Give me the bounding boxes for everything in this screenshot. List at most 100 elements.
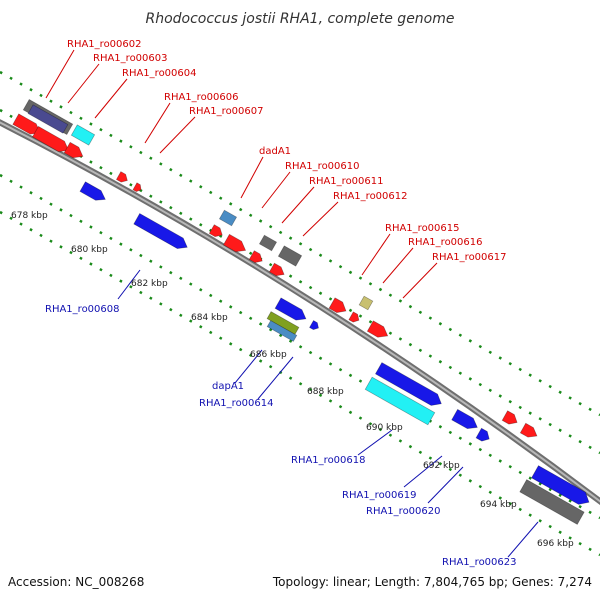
- gene-ro00608-shape: [133, 213, 188, 249]
- gene-label-ro00619[interactable]: RHA1_ro00619: [342, 490, 417, 501]
- gene-ro00623b-shape: [531, 465, 590, 505]
- label-connector: [403, 455, 443, 488]
- gene-ro00612: [277, 245, 303, 267]
- label-connector: [382, 247, 414, 284]
- accession-text: Accession: NC_008268: [8, 575, 144, 589]
- gene-dadA1: [218, 209, 238, 227]
- label-connector: [240, 156, 264, 199]
- gene-ro00611-shape: [248, 250, 263, 264]
- gene-ro00613-shape: [274, 297, 307, 321]
- gene-ro00615-shape: [328, 297, 347, 313]
- scale-label-690: 690 kbp: [366, 423, 403, 433]
- gene-ro00616-shape: [358, 295, 374, 311]
- gene-ro00605-shape: [79, 181, 106, 201]
- tick-dot-line: [0, 108, 600, 455]
- gene-label-ro00612[interactable]: RHA1_ro00612: [333, 191, 408, 202]
- gene-ro00616b: [348, 311, 360, 323]
- gene-label-ro00620[interactable]: RHA1_ro00620: [366, 506, 441, 517]
- gene-ro00610b: [222, 233, 247, 253]
- gene-ro00606: [115, 171, 128, 183]
- label-connector: [67, 63, 100, 104]
- gene-label-ro00614[interactable]: RHA1_ro00614: [199, 398, 274, 409]
- gene-ro00612b: [268, 262, 285, 277]
- gene-ro00621: [501, 410, 518, 425]
- gene-label-ro00623[interactable]: RHA1_ro00623: [442, 557, 517, 568]
- genome-title: Rhodococcus jostii RHA1, complete genome: [145, 11, 454, 27]
- gene-ro00610: [208, 224, 223, 238]
- gene-features: [12, 98, 590, 525]
- scale-label-684: 684 kbp: [191, 313, 228, 323]
- gene-ro00622-shape: [519, 422, 538, 438]
- label-connector: [234, 349, 263, 384]
- gene-ro00602-inner: [27, 104, 69, 134]
- gene-ro00602-inner-shape: [27, 104, 69, 134]
- gene-label-dapA1[interactable]: dapA1: [212, 381, 244, 392]
- gene-ro00618: [364, 376, 436, 426]
- label-connector: [45, 49, 75, 99]
- label-connector: [257, 356, 294, 400]
- gene-label-ro00617[interactable]: RHA1_ro00617: [432, 252, 507, 263]
- gene-ro00614-shape: [266, 320, 298, 342]
- gene-ro00604b-shape: [32, 125, 70, 153]
- backbone-highlight: [0, 121, 600, 503]
- label-connector: [281, 186, 315, 224]
- gene-ro00618b: [374, 362, 442, 406]
- gene-ro00606-shape: [115, 171, 128, 183]
- gene-label-ro00618[interactable]: RHA1_ro00618: [291, 455, 366, 466]
- gene-label-ro00603[interactable]: RHA1_ro00603: [93, 53, 168, 64]
- gene-ro00621-shape: [501, 410, 518, 425]
- gene-ro00617-shape: [366, 320, 389, 338]
- gene-ro00611b: [258, 234, 278, 252]
- gene-ro00618-shape: [364, 376, 436, 426]
- label-connector: [94, 78, 128, 119]
- scale-label-688: 688 kbp: [307, 387, 344, 397]
- gene-label-ro00615[interactable]: RHA1_ro00615: [385, 223, 460, 234]
- gene-ro00613b: [309, 320, 319, 331]
- label-connector: [144, 102, 171, 144]
- gene-ro00613: [274, 297, 307, 321]
- gene-ro00614: [266, 320, 298, 342]
- gene-ro00603: [70, 124, 96, 146]
- scale-label-682: 682 kbp: [131, 279, 168, 289]
- gene-ro00619: [451, 408, 478, 430]
- gene-ro00618b-shape: [374, 362, 442, 406]
- label-connector: [357, 429, 393, 456]
- scale-label-692: 692 kbp: [423, 461, 460, 471]
- gene-ro00607-shape: [132, 182, 142, 193]
- gene-ro00620: [475, 427, 490, 442]
- gene-ro00612-shape: [277, 245, 303, 267]
- gene-ro00623-shape: [519, 479, 585, 525]
- gene-ro00604c: [63, 141, 84, 159]
- gene-ro00608: [133, 213, 188, 249]
- gene-ro00604b: [32, 125, 70, 153]
- scale-label-678: 678 kbp: [11, 211, 48, 221]
- label-connector: [402, 262, 438, 299]
- gene-label-ro00610[interactable]: RHA1_ro00610: [285, 161, 360, 172]
- tick-dot-line: [0, 210, 600, 557]
- gene-label-ro00616[interactable]: RHA1_ro00616: [408, 237, 483, 248]
- gene-ro00617: [366, 320, 389, 338]
- gene-ro00605: [79, 181, 106, 201]
- label-connector: [117, 269, 141, 300]
- gene-ro00611: [248, 250, 263, 264]
- scale-label-686: 686 kbp: [250, 350, 287, 360]
- gene-ro00615: [328, 297, 347, 313]
- gene-ro00612b-shape: [268, 262, 285, 277]
- gene-ro00623b: [531, 465, 590, 505]
- gene-label-ro00611[interactable]: RHA1_ro00611: [309, 176, 384, 187]
- label-connector: [507, 521, 539, 558]
- scale-label-680: 680 kbp: [71, 245, 108, 255]
- gene-dadA1-shape: [218, 209, 238, 227]
- gene-label-ro00606[interactable]: RHA1_ro00606: [164, 92, 239, 103]
- gene-ro00616: [358, 295, 374, 311]
- gene-label-ro00602[interactable]: RHA1_ro00602: [67, 39, 142, 50]
- gene-ro00604c-shape: [63, 141, 84, 159]
- gene-label-ro00608[interactable]: RHA1_ro00608: [45, 304, 120, 315]
- gene-label-ro00607[interactable]: RHA1_ro00607: [189, 106, 264, 117]
- gene-ro00622: [519, 422, 538, 438]
- gene-label-ro00604[interactable]: RHA1_ro00604: [122, 68, 197, 79]
- label-connector: [159, 116, 196, 154]
- gene-label-dadA1[interactable]: dadA1: [259, 146, 291, 157]
- label-connector: [261, 171, 291, 209]
